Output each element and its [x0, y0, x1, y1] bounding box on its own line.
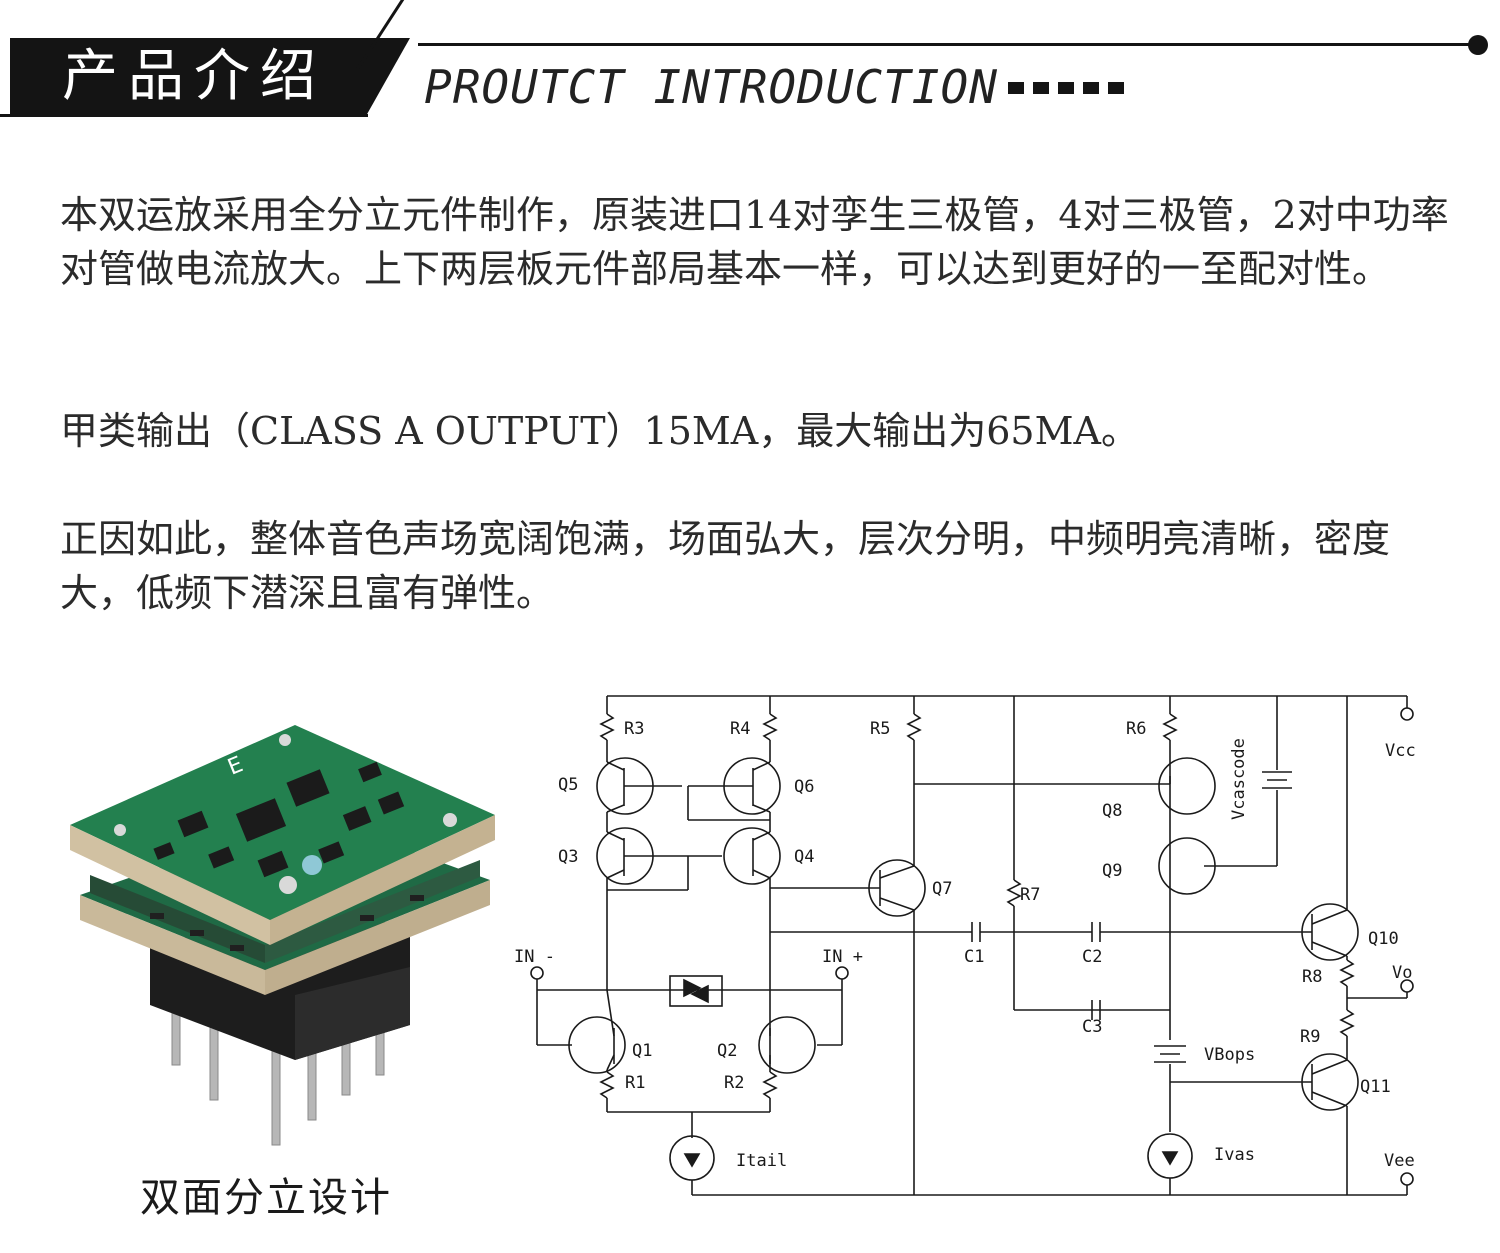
- label-Q9: Q9: [1102, 861, 1122, 881]
- label-C1: C1: [964, 947, 984, 967]
- label-C3: C3: [1082, 1017, 1102, 1037]
- label-vo: Vo: [1392, 963, 1412, 983]
- label-Q8: Q8: [1102, 801, 1122, 821]
- label-R8: R8: [1302, 967, 1322, 987]
- dual-layer-opamp-board-illustration: E: [70, 725, 495, 1146]
- product-photo: E: [60, 705, 500, 1155]
- label-Q11: Q11: [1360, 1077, 1391, 1097]
- label-Q7: Q7: [932, 879, 952, 899]
- label-R9: R9: [1300, 1027, 1320, 1047]
- header-square-dots: [1008, 82, 1124, 94]
- intro-paragraph-3: 正因如此，整体音色声场宽阔饱满，场面弘大，层次分明，中频明亮清晰，密度大，低频下…: [60, 517, 1391, 615]
- label-R3: R3: [624, 719, 644, 739]
- label-Q4: Q4: [794, 847, 814, 867]
- product-caption: 双面分立设计: [140, 1175, 392, 1221]
- label-Q2: Q2: [717, 1041, 737, 1061]
- intro-paragraph-1: 本双运放采用全分立元件制作，原装进口14对孪生三极管，4对三极管，2对中功率对管…: [60, 193, 1449, 291]
- label-in-minus: IN -: [514, 947, 555, 967]
- label-vcascode: Vcascode: [1229, 738, 1249, 820]
- label-Q10: Q10: [1368, 929, 1399, 949]
- label-Q3: Q3: [558, 847, 578, 867]
- label-R4: R4: [730, 719, 750, 739]
- label-Q1: Q1: [632, 1041, 652, 1061]
- label-itail: Itail: [736, 1151, 787, 1171]
- header-title-en: PROUTCT INTRODUCTION: [424, 60, 998, 114]
- label-vee: Vee: [1384, 1151, 1415, 1171]
- intro-paragraph-2: 甲类输出（CLASS A OUTPUT）15MA，最大输出为65MA。: [60, 409, 1139, 453]
- label-vcc: Vcc: [1385, 741, 1416, 761]
- header-rule-dot: [1468, 35, 1488, 55]
- label-R5: R5: [870, 719, 890, 739]
- label-R1: R1: [625, 1073, 645, 1093]
- label-ivas: Ivas: [1214, 1145, 1255, 1165]
- label-vbops: VBops: [1204, 1045, 1255, 1065]
- header-title-banner: [10, 38, 410, 116]
- amplifier-schematic: R3 R4 R5 R6 R7 R8 R9 R1 R2 Q5 Q6 Q3 Q4 Q…: [514, 695, 1416, 1196]
- header-title-cn: 产品介绍: [62, 44, 326, 109]
- label-Q5: Q5: [558, 775, 578, 795]
- header-top-rule: [418, 43, 1478, 46]
- label-R7: R7: [1020, 885, 1040, 905]
- label-in-plus: IN +: [822, 947, 863, 967]
- label-R2: R2: [724, 1073, 744, 1093]
- header-bottom-rule: [0, 114, 368, 117]
- label-R6: R6: [1126, 719, 1146, 739]
- label-Q6: Q6: [794, 777, 814, 797]
- label-C2: C2: [1082, 947, 1102, 967]
